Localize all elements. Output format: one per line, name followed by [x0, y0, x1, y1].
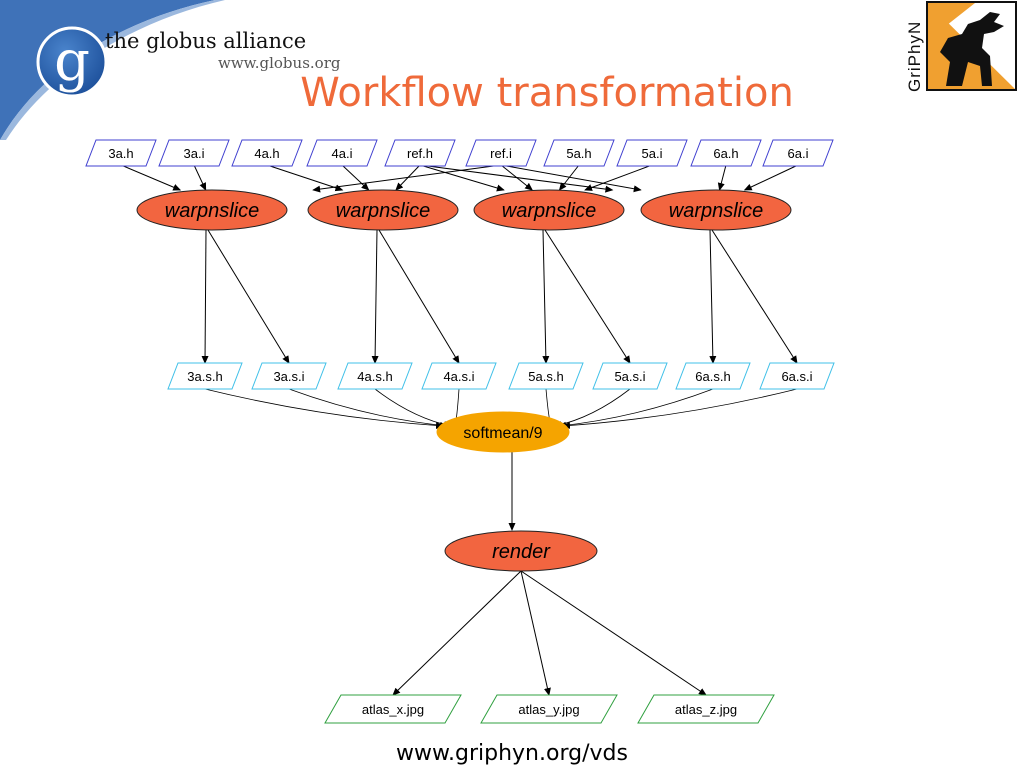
edge-input-to-process — [419, 164, 614, 193]
intermediate-file-node — [337, 362, 413, 390]
edge-input-to-process — [500, 164, 642, 193]
input-file-node — [158, 139, 230, 167]
output-file-node — [480, 694, 618, 724]
process-label: warpnslice — [336, 200, 430, 222]
globus-logo-letter: g — [54, 29, 90, 94]
process-node-warpnslice — [136, 189, 288, 231]
process-node-softmean — [436, 411, 570, 453]
softmean-label: softmean/9 — [463, 425, 542, 442]
input-file-node — [231, 139, 303, 167]
process-node-warpnslice — [640, 189, 792, 231]
output-file-label: atlas_z.jpg — [675, 702, 737, 717]
edge-intermediate-to-softmean — [374, 388, 452, 428]
input-file-label: 6a.i — [788, 146, 809, 161]
intermediate-file-label: 6a.s.i — [781, 369, 812, 384]
edge-intermediate-to-softmean — [204, 388, 444, 430]
footer-url: www.griphyn.org/vds — [396, 741, 628, 766]
process-node-warpnslice — [473, 189, 625, 231]
render-label: render — [492, 541, 551, 563]
edge-input-to-process — [717, 164, 727, 191]
input-file-label: ref.i — [490, 146, 512, 161]
edge-process-to-intermediate — [207, 229, 290, 364]
process-label: warpnslice — [669, 200, 763, 222]
griphyn-label: GriPhyN — [905, 21, 924, 92]
input-file-label: ref.h — [407, 146, 433, 161]
input-file-label: 6a.h — [713, 146, 738, 161]
edge-intermediate-to-softmean — [562, 388, 798, 430]
edge-process-to-intermediate — [709, 229, 717, 364]
intermediate-file-node — [421, 362, 497, 390]
output-file-node — [637, 694, 775, 724]
input-file-node — [85, 139, 157, 167]
edge-intermediate-to-softmean — [554, 388, 631, 428]
intermediate-file-label: 4a.s.h — [357, 369, 392, 384]
edge-input-to-process — [743, 164, 799, 191]
edge-input-to-process — [584, 164, 653, 191]
process-node-render — [444, 530, 598, 572]
intermediate-file-node — [759, 362, 835, 390]
intermediate-file-node — [167, 362, 243, 390]
edge-input-to-process — [193, 164, 207, 191]
griphyn-logo: GriPhyN — [905, 1, 1017, 92]
edge-render-to-output — [392, 570, 522, 696]
globus-logo-circle — [36, 26, 108, 98]
intermediate-file-label: 3a.s.h — [187, 369, 222, 384]
intermediate-file-node — [251, 362, 327, 390]
input-file-node — [384, 139, 456, 167]
edge-input-to-process — [395, 164, 421, 191]
edge-input-to-process — [312, 164, 502, 193]
diagram-nodes: 3a.h 3a.i 4a.h 4a.i ref.h ref.i 5a.h 5a.i 6a.h 6a… — [85, 139, 835, 724]
intermediate-file-label: 4a.s.i — [443, 369, 474, 384]
output-file-label: atlas_y.jpg — [518, 702, 579, 717]
edge-intermediate-to-softmean — [288, 388, 448, 429]
process-label: warpnslice — [502, 200, 596, 222]
edge-process-to-intermediate — [711, 229, 798, 364]
intermediate-file-label: 3a.s.i — [273, 369, 304, 384]
intermediate-file-node — [675, 362, 751, 390]
edge-input-to-process — [419, 164, 505, 192]
griphyn-emblem-orange-top — [928, 3, 975, 40]
brand-name: the globus alliance — [105, 29, 306, 53]
input-file-label: 5a.i — [642, 146, 663, 161]
edge-render-to-output — [520, 570, 707, 696]
intermediate-file-label: 5a.s.h — [528, 369, 563, 384]
intermediate-file-label: 5a.s.i — [614, 369, 645, 384]
edge-input-to-process — [266, 164, 344, 192]
griphyn-emblem-griffin — [940, 12, 1004, 86]
input-file-label: 3a.i — [184, 146, 205, 161]
edge-render-to-output — [520, 570, 551, 696]
input-file-node — [762, 139, 834, 167]
edge-process-to-intermediate — [544, 229, 631, 364]
edge-process-to-intermediate — [371, 229, 379, 364]
edge-process-to-intermediate — [378, 229, 460, 364]
brand-url: www.globus.org — [218, 54, 341, 72]
input-file-node — [543, 139, 615, 167]
page-title: Workflow transformation — [300, 70, 794, 116]
edge-input-to-process — [341, 164, 370, 191]
input-file-label: 5a.h — [566, 146, 591, 161]
intermediate-file-node — [592, 362, 668, 390]
intermediate-file-node — [508, 362, 584, 390]
input-file-node — [306, 139, 378, 167]
input-file-label: 4a.h — [254, 146, 279, 161]
input-file-label: 4a.i — [332, 146, 353, 161]
edge-intermediate-to-softmean — [558, 388, 714, 429]
header-swoosh — [0, 0, 215, 140]
input-file-node — [690, 139, 762, 167]
globus-logo: g — [36, 26, 108, 98]
input-file-label: 3a.h — [108, 146, 133, 161]
process-node-warpnslice — [307, 189, 459, 231]
output-file-node — [324, 694, 462, 724]
output-file-label: atlas_x.jpg — [362, 702, 424, 717]
input-file-node — [616, 139, 688, 167]
edge-input-to-process — [120, 164, 182, 191]
intermediate-file-label: 6a.s.h — [695, 369, 730, 384]
input-file-node — [465, 139, 537, 167]
edge-process-to-intermediate — [201, 229, 209, 364]
edge-process-to-intermediate — [542, 229, 550, 364]
process-label: warpnslice — [165, 200, 259, 222]
